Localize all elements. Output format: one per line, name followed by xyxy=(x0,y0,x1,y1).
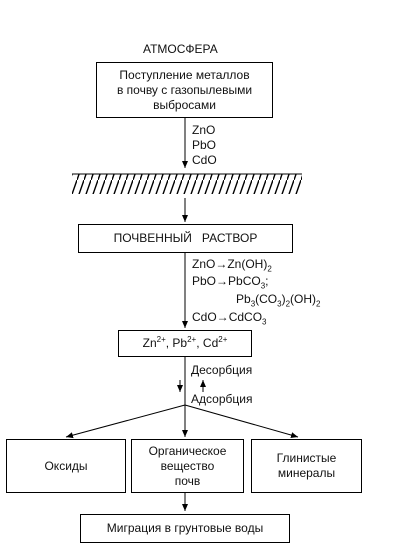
sink-oxides-text: Оксиды xyxy=(44,458,88,473)
sink-clay-box: Глинистые минералы xyxy=(251,439,362,493)
oxide-pbo: PbO xyxy=(192,138,217,152)
migration-box: Миграция в грунтовые воды xyxy=(80,514,290,543)
reaction-1-text: PbO→PbCO3; xyxy=(192,274,269,291)
ions-box: Zn2+, Pb2+, Cd2+ xyxy=(118,330,252,357)
arrow-to-oxides xyxy=(65,404,186,439)
sink-organic-box: Органическое вещество почв xyxy=(131,439,244,493)
adsorption-label: Адсорбция xyxy=(191,392,253,406)
sink-clay-text: Глинистые минералы xyxy=(276,451,337,480)
sink-oxides-box: Оксиды xyxy=(6,439,126,493)
source-box-text: Поступление металлов в почву с газопылев… xyxy=(116,67,253,112)
reaction-cdo: CdO→CdCO3 xyxy=(192,310,267,327)
oxide-cdo: CdO xyxy=(192,153,217,167)
oxide-zno: ZnO xyxy=(192,123,216,137)
migration-text: Миграция в грунтовые воды xyxy=(106,521,264,535)
reaction-0-text: ZnO→Zn(OH)2 xyxy=(192,257,272,274)
ions-text: Zn2+, Pb2+, Cd2+ xyxy=(142,335,228,351)
soil-surface-hatch xyxy=(72,173,302,194)
atmosphere-label: АТМОСФЕРА xyxy=(143,42,218,56)
arrow-to-clay xyxy=(184,404,299,438)
source-box: Поступление металлов в почву с газопылев… xyxy=(96,62,273,118)
soil-solution-box: ПОЧВЕННЫЙ РАСТВОР xyxy=(78,224,293,253)
reaction-zno: ZnO→Zn(OH)2 xyxy=(192,257,272,274)
reaction-3-text: CdO→CdCO3 xyxy=(192,310,267,327)
sink-organic-text: Органическое вещество почв xyxy=(148,443,227,488)
soil-solution-text: ПОЧВЕННЫЙ РАСТВОР xyxy=(113,231,258,245)
reaction-2-text: Pb3(CO3)2(OH)2 xyxy=(236,292,321,309)
reaction-pbo: PbO→PbCO3; xyxy=(192,274,269,291)
reaction-pb-carbonate: Pb3(CO3)2(OH)2 xyxy=(236,292,321,309)
desorption-label: Десорбция xyxy=(191,363,253,377)
